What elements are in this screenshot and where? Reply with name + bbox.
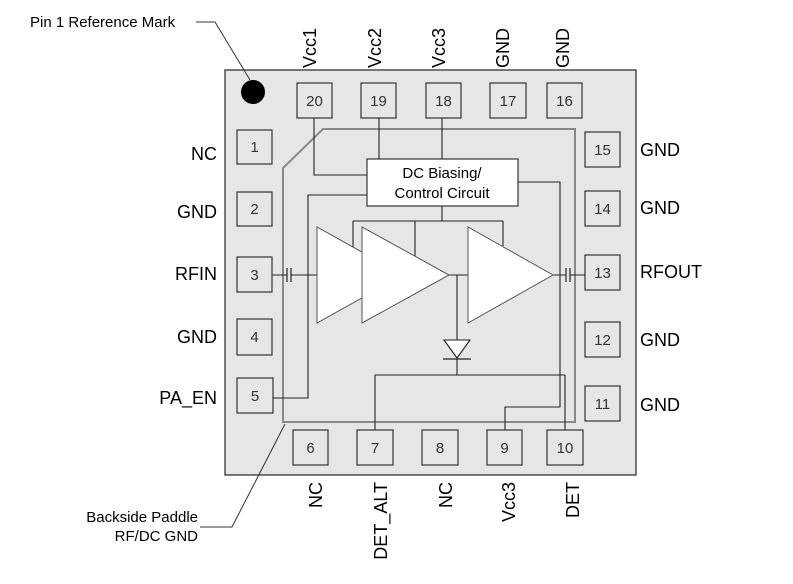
- pin-3: [236, 256, 273, 293]
- pin-2: [236, 191, 273, 227]
- pin-label: DET: [563, 482, 583, 518]
- pin-16: [546, 82, 583, 119]
- pin-number: 16: [556, 93, 573, 110]
- pin-number: 5: [251, 388, 259, 405]
- pin-11: [584, 385, 621, 422]
- pin-14: [584, 190, 621, 227]
- pin-5: [236, 377, 274, 414]
- pin-number: 18: [435, 93, 452, 110]
- pin-label: GND: [640, 330, 680, 350]
- pin-label: GND: [640, 198, 680, 218]
- pin-4: [236, 318, 273, 356]
- pin1-callout-leader: [196, 21, 251, 81]
- pin-number: 7: [371, 440, 379, 457]
- pin-8: [421, 429, 459, 466]
- pin-label: Vcc3: [499, 482, 519, 522]
- pin-6: [292, 429, 329, 466]
- pin-label: NC: [436, 482, 456, 508]
- amplifier-stage-3-icon: [467, 226, 555, 324]
- pin-number: 14: [594, 201, 611, 218]
- pin-label: NC: [306, 482, 326, 508]
- pin-number: 13: [594, 265, 611, 282]
- dc-block-label-2: Control Circuit: [394, 185, 490, 202]
- pin-label: GND: [640, 140, 680, 160]
- paddle-callout-line2: RF/DC GND: [115, 528, 198, 545]
- pin-number: 2: [250, 201, 258, 218]
- dc-biasing-block: [366, 158, 519, 207]
- dc-block-label-1: DC Biasing/: [402, 165, 482, 182]
- pin-1: [236, 129, 273, 165]
- output-capacitor-icon: [565, 268, 571, 282]
- pin-label: GND: [640, 395, 680, 415]
- detector-diode-icon: [442, 339, 472, 360]
- pin-label: GND: [177, 202, 217, 222]
- pin-17: [489, 82, 527, 119]
- internal-wiring: [272, 118, 585, 430]
- pin-number: 15: [594, 142, 611, 159]
- pin-label: Vcc1: [300, 28, 320, 68]
- pin-number: 19: [370, 93, 387, 110]
- pin-label: Vcc2: [365, 28, 385, 68]
- bottom-pins: 6 7 8 9 10 NC DET_ALT NC Vcc3 DET: [292, 429, 584, 560]
- backside-paddle: [282, 128, 576, 423]
- amplifier-stage-2-icon: [361, 226, 451, 324]
- pin1-reference-dot: [241, 80, 265, 104]
- pin-7: [356, 429, 394, 466]
- left-pins: 1 2 3 4 5 NC GND RFIN GND PA_EN: [159, 129, 274, 414]
- pin-15: [584, 131, 621, 168]
- pin-number: 20: [306, 93, 323, 110]
- pin-19: [360, 82, 397, 119]
- pin-number: 3: [250, 267, 258, 284]
- pin-label: GND: [493, 28, 513, 68]
- pin-label: Vcc3: [429, 28, 449, 68]
- pin-number: 17: [500, 93, 517, 110]
- pin-9: [486, 429, 523, 466]
- pin-label: NC: [191, 144, 217, 164]
- pin-label: GND: [553, 28, 573, 68]
- pin-number: 4: [250, 329, 258, 346]
- amplifier-stage-1-icon: [316, 226, 405, 324]
- pin-number: 11: [595, 396, 611, 413]
- input-capacitor-icon: [286, 268, 292, 282]
- pin-label: GND: [177, 327, 217, 347]
- pin-13: [584, 254, 621, 291]
- pin-label: DET_ALT: [371, 482, 392, 560]
- paddle-callout-line1: Backside Paddle: [86, 509, 198, 526]
- pin-label: RFOUT: [640, 262, 702, 282]
- pin-number: 10: [557, 440, 574, 457]
- top-pins: 20 19 18 17 16 Vcc1 Vcc2 Vcc3 GND GND: [296, 28, 583, 119]
- pin-number: 9: [500, 440, 508, 457]
- pin-18: [425, 82, 462, 119]
- pin-number: 6: [306, 440, 314, 457]
- pin-label: RFIN: [175, 264, 217, 284]
- paddle-callout-leader: [200, 423, 286, 528]
- pin-number: 8: [436, 440, 444, 457]
- pin-10: [546, 429, 584, 466]
- pin-12: [584, 321, 621, 358]
- pin-label: PA_EN: [159, 388, 217, 409]
- pin-number: 1: [250, 139, 258, 156]
- pin1-reference-callout: Pin 1 Reference Mark: [30, 14, 176, 31]
- pin-20: [296, 82, 333, 119]
- right-pins: 15 14 13 12 11 GND GND RFOUT GND GND: [584, 131, 702, 422]
- pin-number: 12: [594, 332, 611, 349]
